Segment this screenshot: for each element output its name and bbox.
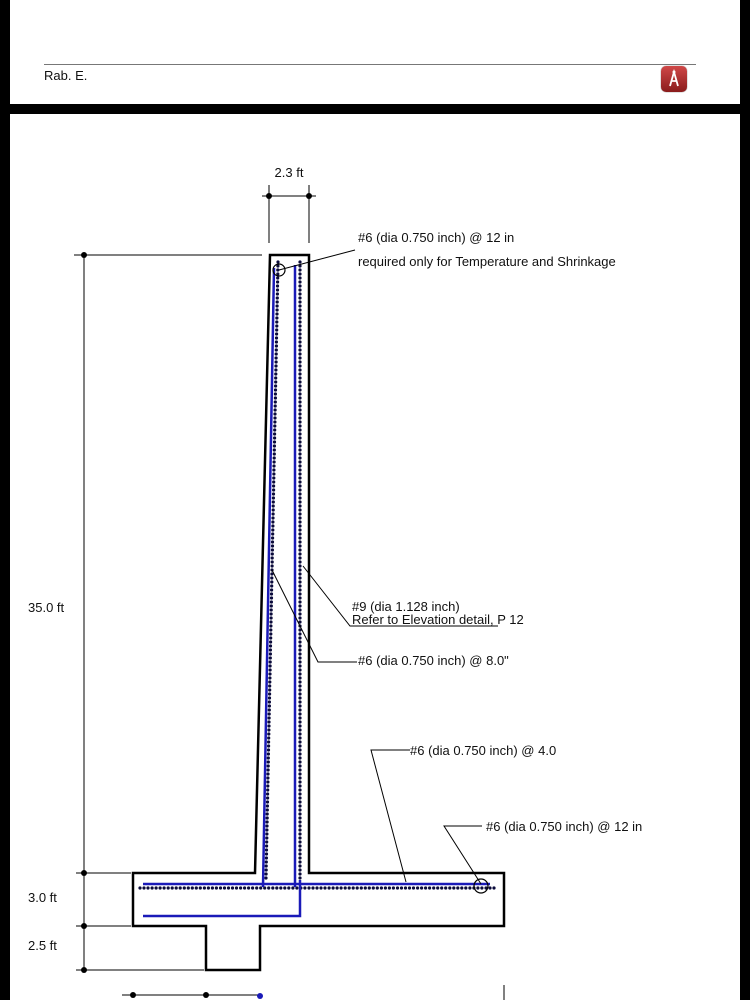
temp-shrinkage-note: required only for Temperature and Shrink… xyxy=(358,254,616,269)
stem-width-label: 2.3 ft xyxy=(275,165,304,180)
stem-front-bar-label: #6 (dia 0.750 inch) @ 8.0" xyxy=(358,653,509,668)
main-bar-label: #9 (dia 1.128 inch) xyxy=(352,599,460,614)
dimension-lines xyxy=(74,185,505,1000)
key-depth-label: 2.5 ft xyxy=(28,938,57,953)
footing-top-dots xyxy=(138,886,496,890)
author-label: Rab. E. xyxy=(44,68,88,83)
wall-concrete-outline xyxy=(131,253,506,972)
leader-lines xyxy=(271,249,482,885)
pdf-annotator-icon[interactable] xyxy=(661,66,687,92)
header-page xyxy=(10,0,740,104)
rebar-dot-lines xyxy=(138,260,496,890)
bar-end-circle-top xyxy=(272,263,286,277)
drawing-page xyxy=(10,114,740,1000)
bar-end-circle-footing xyxy=(473,878,489,894)
stem-front-dots xyxy=(298,260,302,880)
header-divider xyxy=(44,64,696,65)
stem-back-dots xyxy=(264,260,280,880)
footing-long-bar-label: #6 (dia 0.750 inch) @ 12 in xyxy=(486,819,642,834)
main-bar-ref-label: Refer to Elevation detail, P 12 xyxy=(352,612,524,627)
footing-top-bar-label: #6 (dia 0.750 inch) @ 4.0 xyxy=(410,743,556,758)
footing-thickness-label: 3.0 ft xyxy=(28,890,57,905)
temp-shrinkage-bar-label: #6 (dia 0.750 inch) @ 12 in xyxy=(358,230,514,245)
main-rebar xyxy=(143,265,490,918)
stem-height-label: 35.0 ft xyxy=(28,600,65,615)
dimension-ticks xyxy=(81,193,312,999)
